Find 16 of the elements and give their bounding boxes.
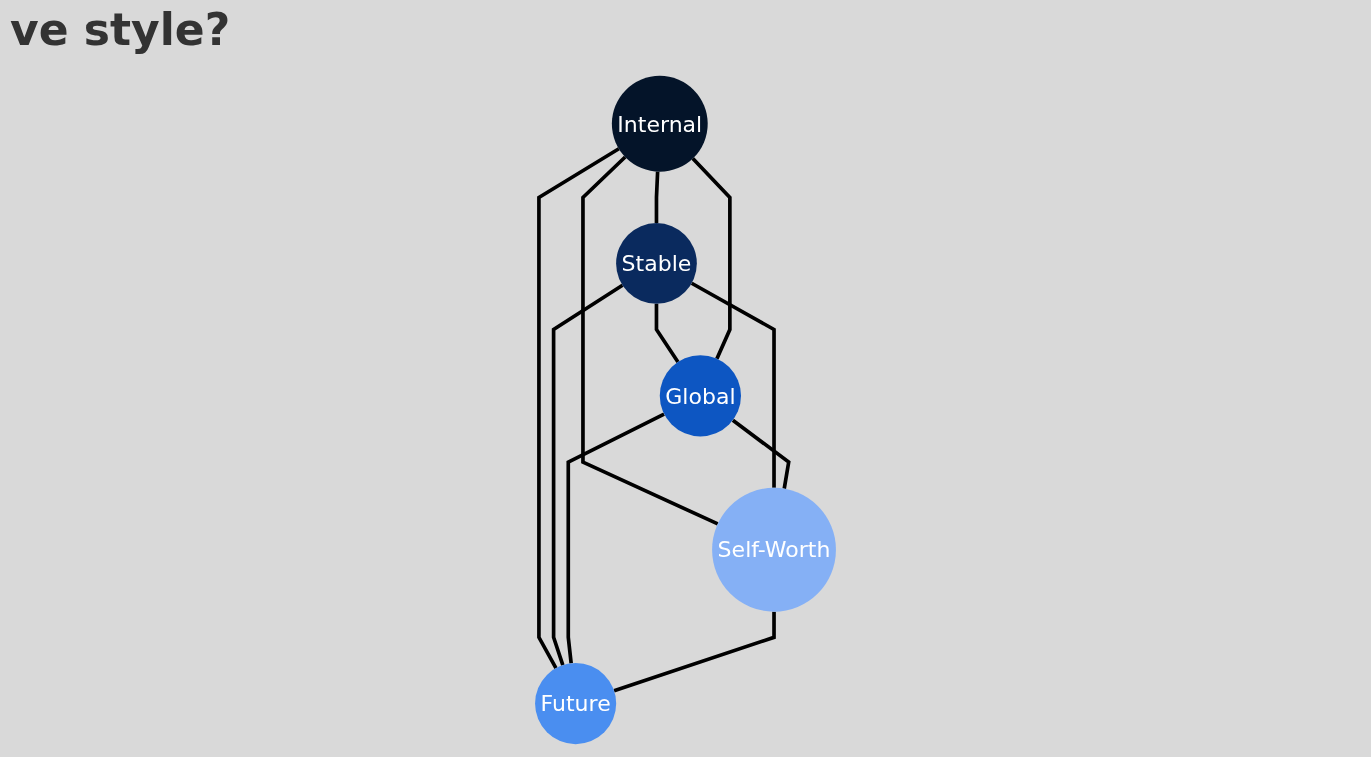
connector bbox=[731, 418, 791, 489]
node-circle: Internal bbox=[611, 75, 708, 172]
connector bbox=[690, 281, 776, 488]
connector bbox=[581, 155, 719, 526]
slide-title: ve style? bbox=[10, 4, 231, 55]
connector bbox=[654, 303, 680, 363]
node-circle: Self-Worth bbox=[712, 487, 836, 612]
connector bbox=[654, 171, 660, 224]
connector bbox=[691, 157, 732, 360]
connector bbox=[551, 283, 624, 666]
node-circle: Stable bbox=[616, 223, 697, 304]
node-circle: Future bbox=[535, 663, 617, 745]
connector bbox=[566, 412, 665, 664]
connector bbox=[537, 147, 620, 669]
node-circle: Global bbox=[659, 355, 741, 437]
connector bbox=[613, 611, 776, 693]
